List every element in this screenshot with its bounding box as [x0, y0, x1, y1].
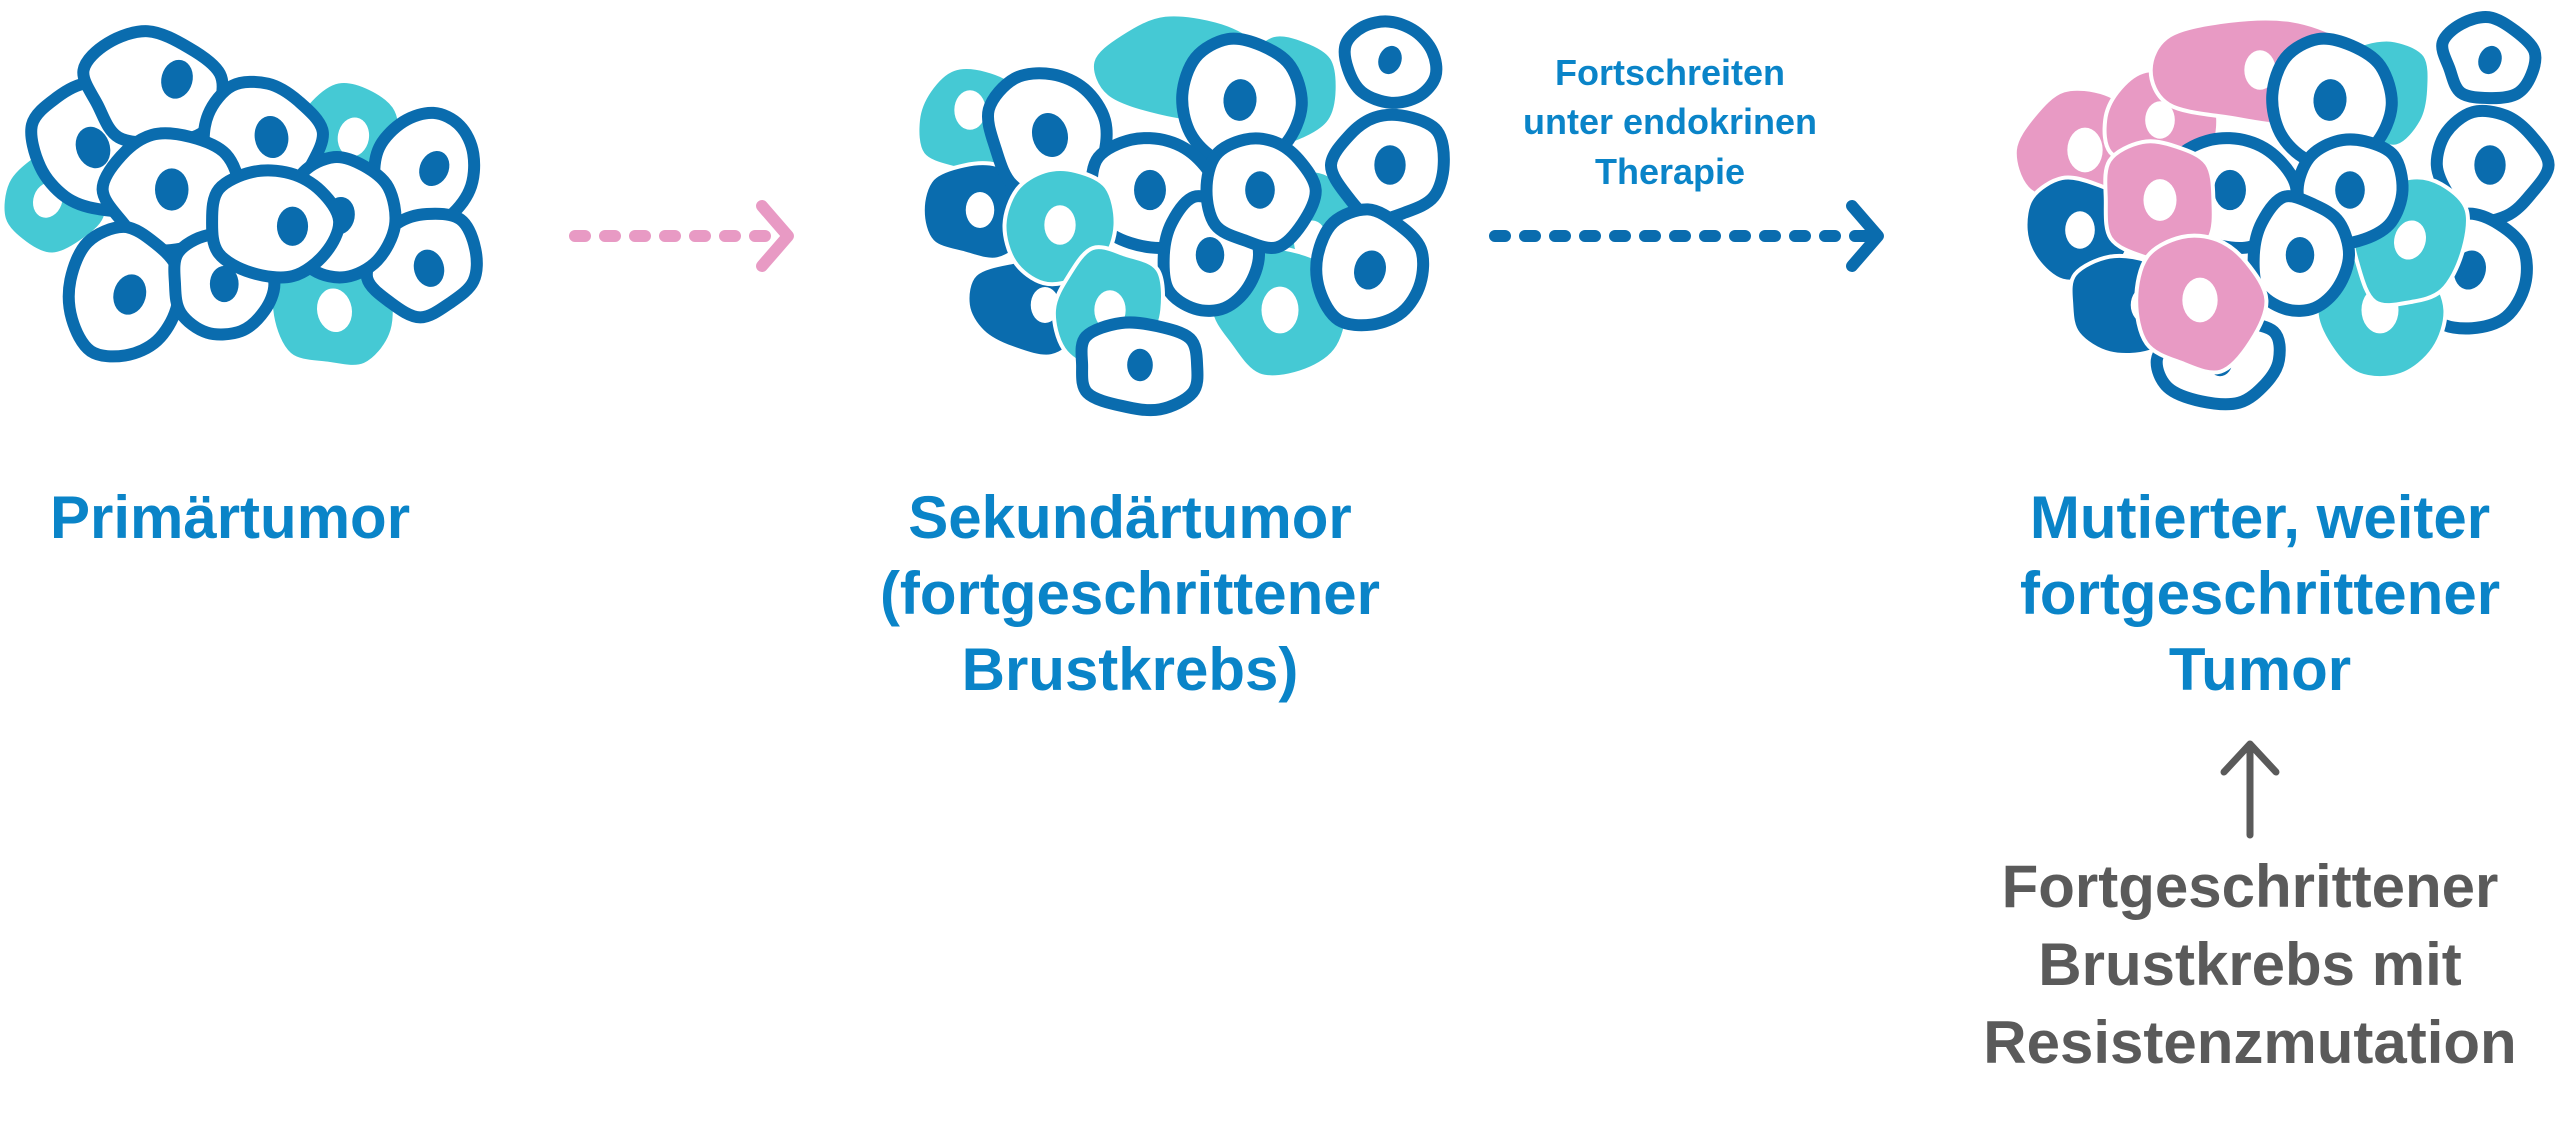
cell-nucleus — [419, 150, 450, 187]
cell-nucleus — [75, 126, 111, 169]
secondary-tumor-label: Sekundärtumor (fortgeschrittener Brustkr… — [820, 480, 1440, 709]
mutated-tumor-title-line: fortgeschrittener — [2019, 560, 2501, 628]
cell-nucleus — [2214, 169, 2246, 211]
chevron-right-icon — [756, 200, 794, 272]
cell-nucleus — [1245, 171, 1275, 209]
cell-nucleus — [337, 117, 370, 157]
cell-nucleus — [254, 115, 289, 159]
primary-tumor-cell-cluster — [0, 25, 483, 369]
cell-nucleus — [154, 168, 189, 211]
progression-arrows — [569, 200, 2280, 839]
mutated-tumor-title-line: Tumor — [2168, 636, 2352, 704]
cell-nucleus — [1134, 169, 1166, 211]
mutated-tumor-cell-cluster — [2012, 11, 2555, 411]
progression-arrow-label: Fortschreiten unter endokrinen Therapie — [1470, 48, 1870, 196]
cell-nucleus — [413, 249, 445, 287]
resistance-note-line: Brustkrebs mit — [2038, 931, 2462, 998]
cell-nucleus — [1378, 45, 1402, 75]
cell-nucleus — [2065, 211, 2095, 249]
cell-nucleus — [2143, 179, 2177, 221]
cell-nucleus — [2067, 127, 2103, 173]
primary-tumor-title: Primärtumor — [49, 484, 411, 551]
cell-nucleus — [1223, 79, 1257, 121]
cell-nucleus — [209, 265, 239, 303]
mutated-tumor-label: Mutierter, weiter fortgeschrittener Tumo… — [1950, 480, 2560, 709]
cell-nucleus — [965, 192, 995, 228]
cell-nucleus — [1031, 112, 1069, 158]
secondary-tumor-title-line: Sekundärtumor — [908, 484, 1352, 551]
cell-nucleus — [1044, 205, 1076, 245]
cell-nucleus — [2394, 220, 2426, 260]
progression-label-line: Fortschreiten — [1554, 52, 1786, 93]
secondary-tumor-title-line: Brustkrebs) — [961, 636, 1299, 704]
progression-label-line: Therapie — [1594, 150, 1746, 192]
cell-nucleus — [113, 274, 147, 315]
resistance-mutation-note: Fortgeschrittener Brustkrebs mit Resiste… — [1940, 848, 2560, 1082]
cell-nucleus — [2478, 45, 2502, 75]
cell-nucleus — [161, 59, 193, 99]
cell-nucleus — [276, 206, 309, 246]
cell-nucleus — [1127, 348, 1153, 382]
tumor-cell — [206, 164, 346, 284]
resistance-note-line: Fortgeschrittener — [2001, 853, 2499, 920]
cell-nucleus — [2145, 101, 2175, 139]
cell-nucleus — [2335, 171, 2365, 209]
arrow-up-icon — [2220, 740, 2280, 776]
secondary-tumor-title-line: (fortgeschrittener — [879, 560, 1381, 628]
resistance-note-line: Resistenzmutation — [1983, 1009, 2517, 1076]
cell-nucleus — [2474, 145, 2506, 185]
cell-nucleus — [2454, 250, 2486, 290]
progression-label-line: unter endokrinen — [1522, 101, 1818, 143]
cell-nucleus — [954, 90, 986, 130]
cell-nucleus — [1195, 237, 1225, 273]
secondary-tumor-cell-cluster — [915, 12, 1450, 417]
chevron-right-icon — [1846, 200, 1884, 272]
cell-nucleus — [2182, 277, 2218, 323]
cell-nucleus — [1261, 286, 1299, 334]
cell-nucleus — [2285, 237, 2315, 273]
cell-nucleus — [2244, 50, 2276, 90]
cell-nucleus — [1374, 145, 1406, 185]
cell-nucleus — [316, 288, 353, 333]
cell-nucleus — [1354, 250, 1386, 290]
primary-tumor-label: Primärtumor — [0, 480, 460, 556]
mutated-tumor-title-line: Mutierter, weiter — [2029, 484, 2491, 551]
cell-nucleus — [2313, 79, 2347, 121]
